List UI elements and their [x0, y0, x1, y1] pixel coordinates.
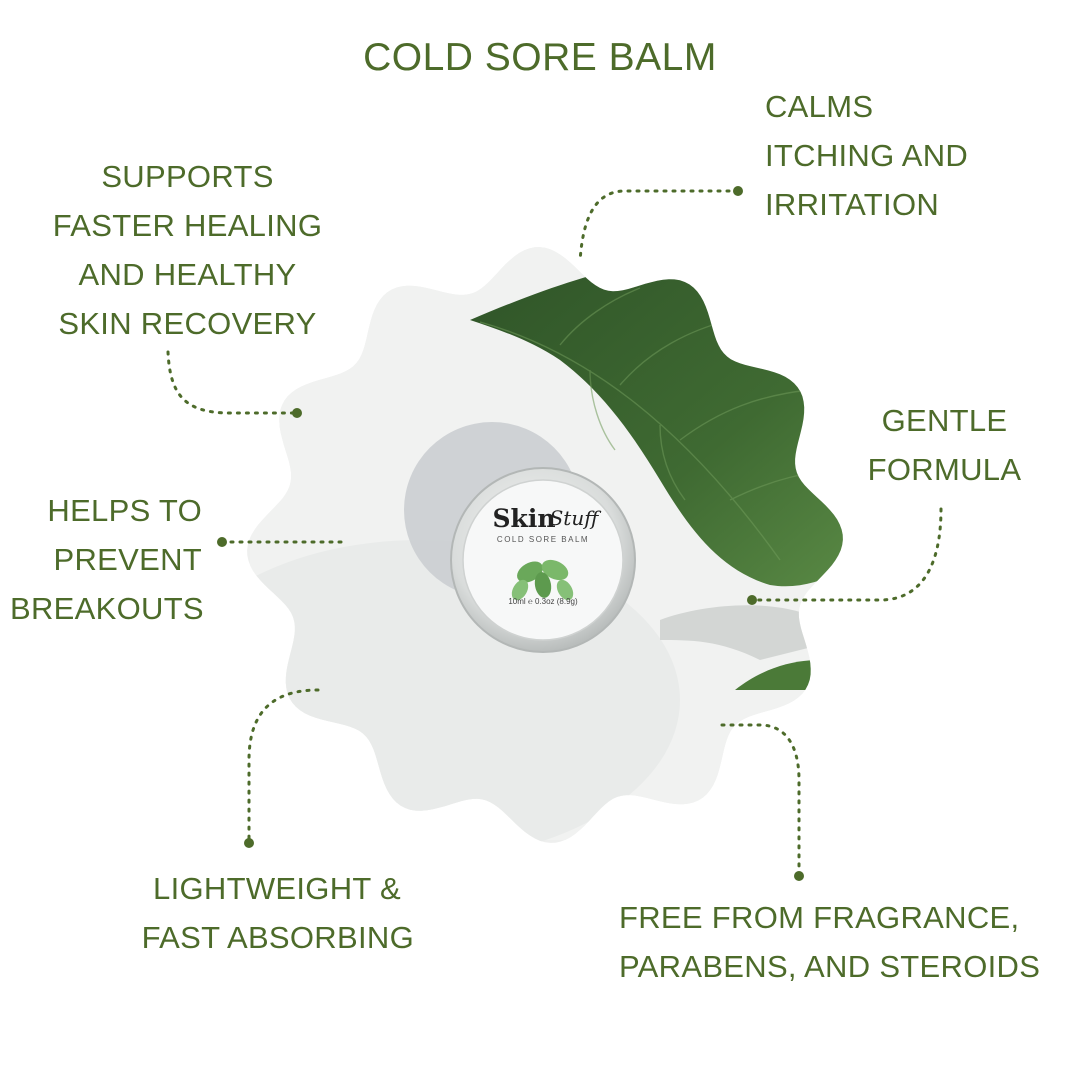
tin-brand-stuff: Stuff — [550, 506, 603, 530]
small-leaf — [735, 660, 820, 690]
callout-line: SUPPORTS — [101, 159, 274, 194]
callout-free-from: FREE FROM FRAGRANCE, PARABENS, AND STERO… — [619, 893, 1040, 991]
connector-gentle — [750, 507, 943, 602]
callout-line: HELPS TO — [47, 493, 202, 528]
connector-dots — [217, 186, 804, 881]
callout-line: IRRITATION — [765, 187, 940, 222]
callout-calms-itching: CALMS ITCHING AND IRRITATION — [765, 82, 968, 229]
callout-line: ITCHING AND — [765, 138, 969, 173]
callout-line: FAST ABSORBING — [141, 920, 414, 955]
callout-line: FREE FROM FRAGRANCE, — [619, 900, 1020, 935]
callout-line: PREVENT — [53, 542, 202, 577]
callout-line: CALMS — [765, 89, 874, 124]
tin-product-name: COLD SORE BALM — [497, 535, 589, 544]
callout-line: SKIN RECOVERY — [58, 306, 317, 341]
tin-size: 10ml ℮ 0.3oz (8.9g) — [508, 597, 578, 606]
connector-lightweight — [247, 688, 320, 845]
tin-lid-label — [462, 479, 624, 641]
leaf-shadow — [660, 605, 840, 660]
callout-line: FORMULA — [867, 452, 1022, 487]
callout-faster-healing: SUPPORTS FASTER HEALING AND HEALTHY SKIN… — [40, 152, 335, 348]
connector-lines — [166, 189, 943, 878]
connector-free — [720, 723, 801, 878]
callout-line: GENTLE — [881, 403, 1008, 438]
page-title: COLD SORE BALM — [363, 36, 717, 79]
tin-brand-skin: Skin — [492, 504, 555, 533]
callout-lightweight: LIGHTWEIGHT & FAST ABSORBING — [140, 864, 414, 962]
callout-line: AND HEALTHY — [78, 257, 297, 292]
callout-line: PARABENS, AND STEROIDS — [619, 949, 1041, 984]
mint-leaves-icon — [511, 559, 574, 601]
connector-supports — [166, 350, 299, 415]
connector-calms — [578, 189, 740, 264]
callout-gentle-formula: GENTLE FORMULA — [862, 396, 1027, 494]
callout-prevent-breakouts: HELPS TO PREVENT BREAKOUTS — [10, 486, 204, 633]
callout-line: BREAKOUTS — [10, 591, 204, 626]
callout-line: LIGHTWEIGHT & — [153, 871, 401, 906]
callout-line: FASTER HEALING — [52, 208, 323, 243]
